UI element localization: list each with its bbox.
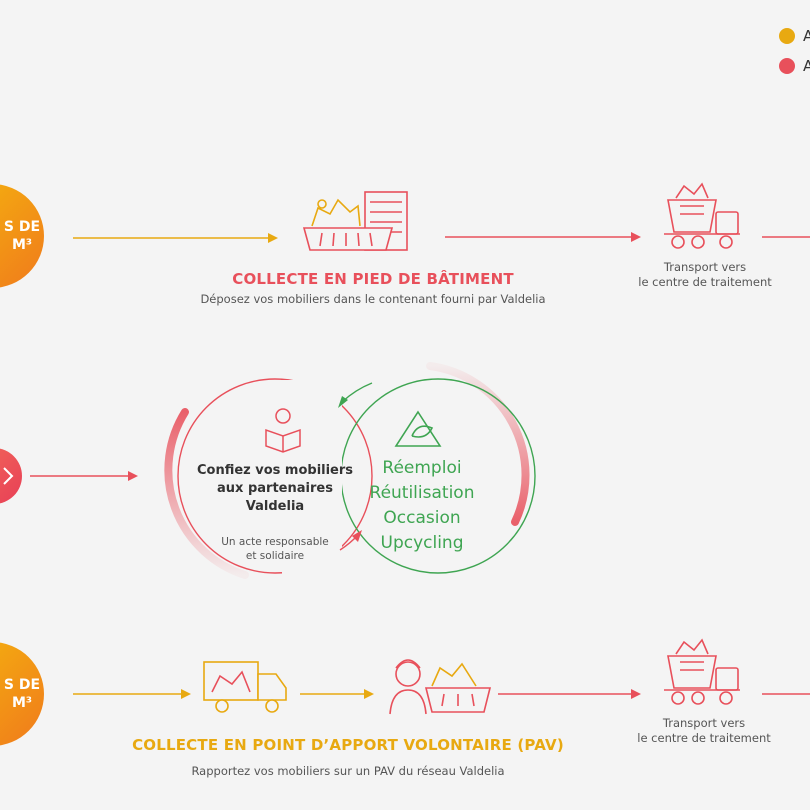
bottom-yellow-truck-icon [203, 661, 287, 713]
legend-label-red: A [803, 57, 810, 75]
reuse-item-2: Réutilisation [369, 483, 475, 503]
top-arrow-yellow [73, 233, 278, 243]
bottom-arrow-yellow-1 [73, 689, 191, 699]
top-subtitle: Déposez vos mobiliers dans le contenant … [200, 292, 546, 306]
bottom-transport-label: Transport vers le centre de traitement [606, 716, 802, 746]
partners-title-line-3: Valdelia [245, 499, 305, 514]
partners-title-line-1: Confiez vos mobiliers [196, 463, 354, 478]
reuse-item-1: Réemploi [382, 458, 462, 478]
top-arrow-red-1 [445, 232, 641, 242]
reuse-item-4: Upcycling [380, 533, 464, 553]
cycle-diagram [164, 362, 536, 580]
partners-sub-line-2: et solidaire [245, 550, 305, 562]
bottom-subtitle: Rapportez vos mobiliers sur un PAV du ré… [191, 764, 505, 778]
bottom-arrow-red-1 [498, 689, 641, 699]
person-reading-icon [265, 408, 301, 453]
legend [779, 28, 795, 74]
bottom-transport-line-2: le centre de traitement [637, 731, 771, 745]
top-transport-label: Transport vers le centre de traitement [610, 260, 800, 290]
handshake-icon [3, 467, 14, 485]
top-circle-text: S DE M³ [0, 218, 44, 254]
top-title: COLLECTE EN PIED DE BÂTIMENT [232, 270, 514, 288]
bottom-circle-line-1: S DE [3, 677, 41, 693]
bottom-circle-line-2: M³ [11, 695, 33, 711]
reuse-item-3: Occasion [383, 508, 461, 528]
dumpster-building-icon [302, 191, 408, 251]
legend-label-yellow: A [803, 27, 810, 45]
partners-title: Confiez vos mobiliers aux partenaires Va… [190, 462, 360, 516]
partners-sub-line-1: Un acte responsable [221, 536, 329, 548]
partners-subtitle: Un acte responsable et solidaire [210, 535, 340, 563]
reuse-list: Réemploi Réutilisation Occasion Upcyclin… [352, 456, 492, 556]
legend-dot-yellow [779, 28, 795, 44]
top-truck-icon [664, 182, 740, 249]
bottom-circle-text: S DE M³ [0, 676, 44, 712]
bottom-transport-line-1: Transport vers [662, 716, 746, 730]
top-transport-line-2: le centre de traitement [638, 275, 772, 289]
legend-dot-red [779, 58, 795, 74]
recycle-icon [394, 410, 442, 447]
top-circle-line-1: S DE [3, 219, 41, 235]
bottom-volume-circle [0, 642, 44, 746]
bottom-truck-icon [664, 638, 740, 705]
top-volume-circle [0, 184, 44, 288]
middle-arrow-red [30, 471, 138, 481]
bottom-arrow-yellow-2 [300, 689, 374, 699]
partners-title-line-2: aux partenaires [217, 481, 333, 496]
bottom-title: COLLECTE EN POINT D’APPORT VOLONTAIRE (P… [132, 736, 564, 754]
person-dumpster-icon [389, 659, 492, 715]
top-transport-line-1: Transport vers [663, 260, 747, 274]
top-circle-line-2: M³ [11, 237, 33, 253]
